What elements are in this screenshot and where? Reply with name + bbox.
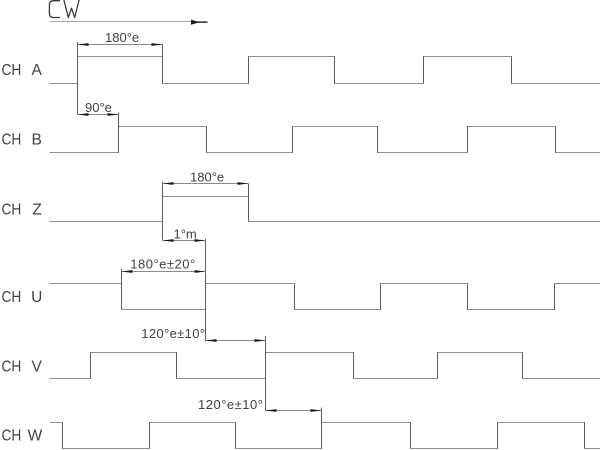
svg-text:CH: CH	[2, 289, 22, 306]
svg-text:CH: CH	[2, 62, 22, 79]
svg-text:B: B	[31, 132, 41, 149]
svg-text:CH: CH	[2, 428, 22, 445]
svg-text:CH: CH	[2, 358, 22, 375]
svg-text:A: A	[31, 62, 42, 79]
svg-text:180°e: 180°e	[190, 169, 224, 184]
svg-text:1°m: 1°m	[174, 227, 197, 242]
svg-text:W: W	[28, 428, 43, 445]
svg-text:CH: CH	[2, 132, 22, 149]
svg-text:120°e±10°: 120°e±10°	[141, 326, 205, 341]
svg-text:V: V	[31, 358, 42, 375]
svg-text:Z: Z	[32, 202, 41, 219]
svg-text:180°e: 180°e	[105, 30, 139, 45]
svg-text:120°e±10°: 120°e±10°	[198, 397, 263, 412]
svg-text:U: U	[31, 289, 42, 306]
svg-text:CH: CH	[2, 202, 22, 219]
svg-text:180°e±20°: 180°e±20°	[130, 257, 195, 272]
svg-text:90°e: 90°e	[85, 100, 112, 115]
